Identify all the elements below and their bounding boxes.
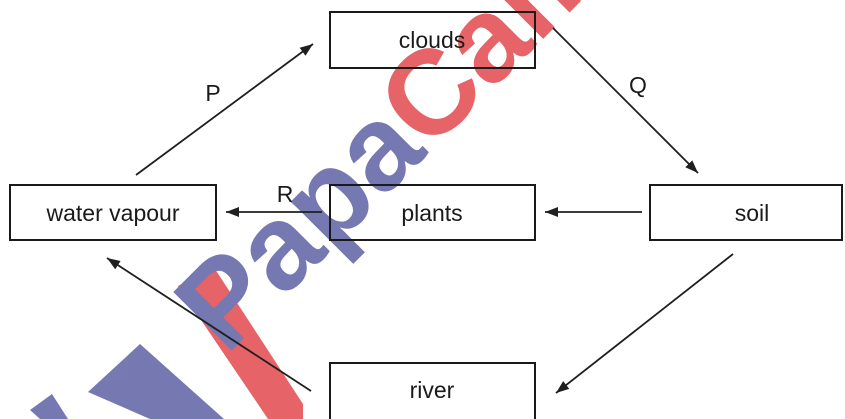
clouds-box xyxy=(329,11,536,69)
water-vapour-box xyxy=(9,184,217,241)
arrow-label-q: Q xyxy=(629,72,647,98)
node-river: river xyxy=(329,362,536,419)
river-label: river xyxy=(410,377,455,403)
soil-box xyxy=(649,184,843,241)
soil-label: soil xyxy=(735,200,770,226)
water-vapour-label: water vapour xyxy=(46,200,180,226)
clouds-label: clouds xyxy=(399,27,465,53)
arrow-river-to-water-vapour xyxy=(106,257,312,392)
plants-box xyxy=(329,184,536,241)
node-water-vapour: water vapour xyxy=(9,184,217,241)
node-clouds: clouds xyxy=(329,11,536,69)
arrow-label-p: P xyxy=(205,80,220,106)
arrow-label-r: R xyxy=(277,181,294,207)
plants-label: plants xyxy=(401,200,462,226)
watermark-logo-blue-band xyxy=(88,344,224,419)
arrow-q-clouds-to-soil xyxy=(552,27,699,174)
node-plants: plants xyxy=(329,184,536,241)
watermark-logo xyxy=(30,266,303,419)
watermark-logo-red-band xyxy=(178,266,303,419)
arrow-p-water-vapour-to-clouds xyxy=(135,43,314,176)
watermark-logo-blue-mark xyxy=(30,394,68,419)
arrow-soil-to-river xyxy=(555,253,734,394)
river-box xyxy=(329,362,536,419)
watermark-text: PapaCam xyxy=(150,0,631,374)
node-soil: soil xyxy=(649,184,843,241)
